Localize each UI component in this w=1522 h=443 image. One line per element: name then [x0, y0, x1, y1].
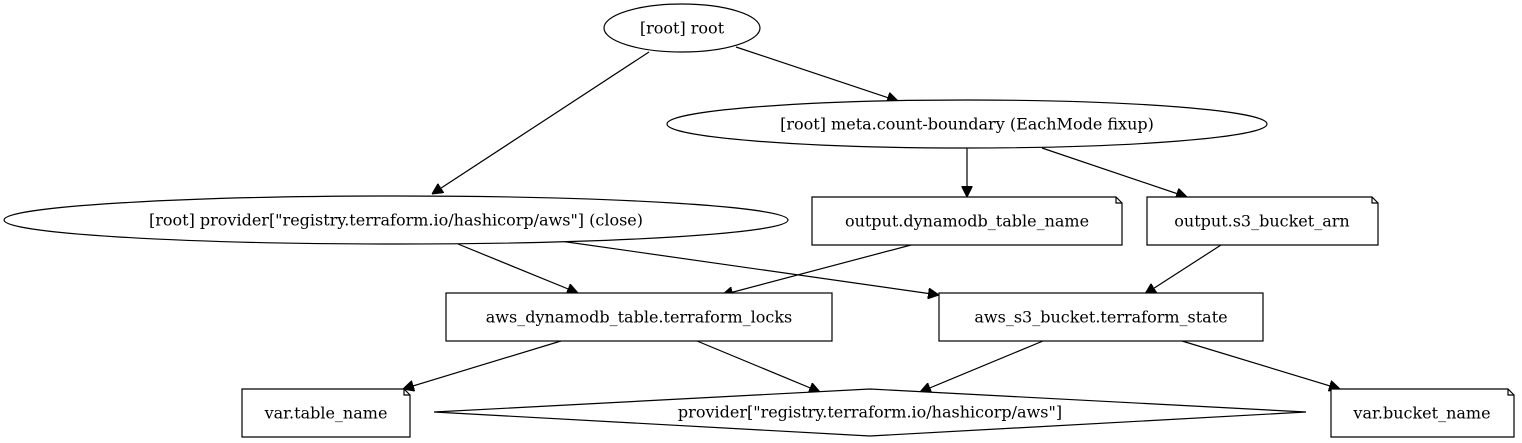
edges — [403, 46, 1340, 392]
node-var-table-name-label: var.table_name — [264, 404, 388, 423]
node-aws-dynamodb-table-box — [445, 292, 833, 342]
edge-s3-to-provider — [920, 340, 1044, 392]
node-aws-s3-bucket-label: aws_s3_bucket.terraform_state — [974, 308, 1227, 327]
node-aws-s3-bucket-box — [938, 292, 1264, 342]
edge-dynamodb-to-var-table — [403, 340, 562, 389]
node-count-boundary-label: [root] meta.count-boundary (EachMode fix… — [780, 115, 1154, 134]
edge-s3-to-var-bucket — [1181, 340, 1340, 389]
edge-count-boundary-to-output-arn — [1041, 147, 1187, 197]
node-aws-dynamodb-table-label: aws_dynamodb_table.terraform_locks — [486, 308, 792, 327]
node-root-label: [root] root — [640, 19, 725, 38]
node-provider-aws: provider["registry.terraform.io/hashicor… — [433, 388, 1307, 437]
edge-output-arn-to-s3 — [1145, 244, 1222, 294]
node-provider-aws-diamond — [433, 388, 1307, 437]
node-output-s3-bucket-arn-label: output.s3_bucket_arn — [1174, 212, 1349, 231]
node-count-boundary: [root] meta.count-boundary (EachMode fix… — [666, 99, 1268, 149]
edge-provider-close-to-s3 — [559, 240, 939, 295]
note-fold-icon — [1115, 197, 1122, 204]
node-var-bucket-name-label: var.bucket_name — [1352, 404, 1490, 423]
node-count-boundary-ellipse — [666, 99, 1268, 149]
node-provider-close: [root] provider["registry.terraform.io/h… — [3, 195, 789, 245]
node-output-dynamodb-table-name-label: output.dynamodb_table_name — [845, 212, 1089, 231]
node-provider-close-ellipse — [3, 195, 789, 245]
node-root: [root] root — [603, 3, 761, 53]
node-root-ellipse — [603, 3, 761, 53]
edge-provider-close-to-dynamodb — [457, 243, 578, 293]
node-aws-s3-bucket: aws_s3_bucket.terraform_state — [938, 292, 1264, 342]
node-var-table-name-note — [241, 388, 411, 438]
node-output-s3-bucket-arn: output.s3_bucket_arn — [1146, 196, 1379, 246]
edge-root-to-count-boundary — [735, 46, 898, 101]
node-aws-dynamodb-table: aws_dynamodb_table.terraform_locks — [445, 292, 833, 342]
edge-dynamodb-to-provider — [696, 340, 820, 392]
edge-root-to-provider-close — [432, 51, 650, 194]
node-var-bucket-name-note — [1330, 388, 1515, 438]
note-fold-icon — [1371, 197, 1378, 204]
note-fold-icon — [1507, 389, 1514, 396]
node-provider-aws-label: provider["registry.terraform.io/hashicor… — [678, 403, 1062, 422]
node-output-s3-bucket-arn-note — [1146, 196, 1379, 246]
nodes: [root] root [root] meta.count-boundary (… — [3, 3, 1515, 438]
node-output-dynamodb-table-name: output.dynamodb_table_name — [811, 196, 1123, 246]
edge-output-table-to-dynamodb — [722, 244, 912, 295]
node-provider-close-label: [root] provider["registry.terraform.io/h… — [149, 211, 643, 230]
node-var-bucket-name: var.bucket_name — [1330, 388, 1515, 438]
node-output-dynamodb-table-name-note — [811, 196, 1123, 246]
node-var-table-name: var.table_name — [241, 388, 411, 438]
note-fold-icon — [403, 389, 410, 396]
